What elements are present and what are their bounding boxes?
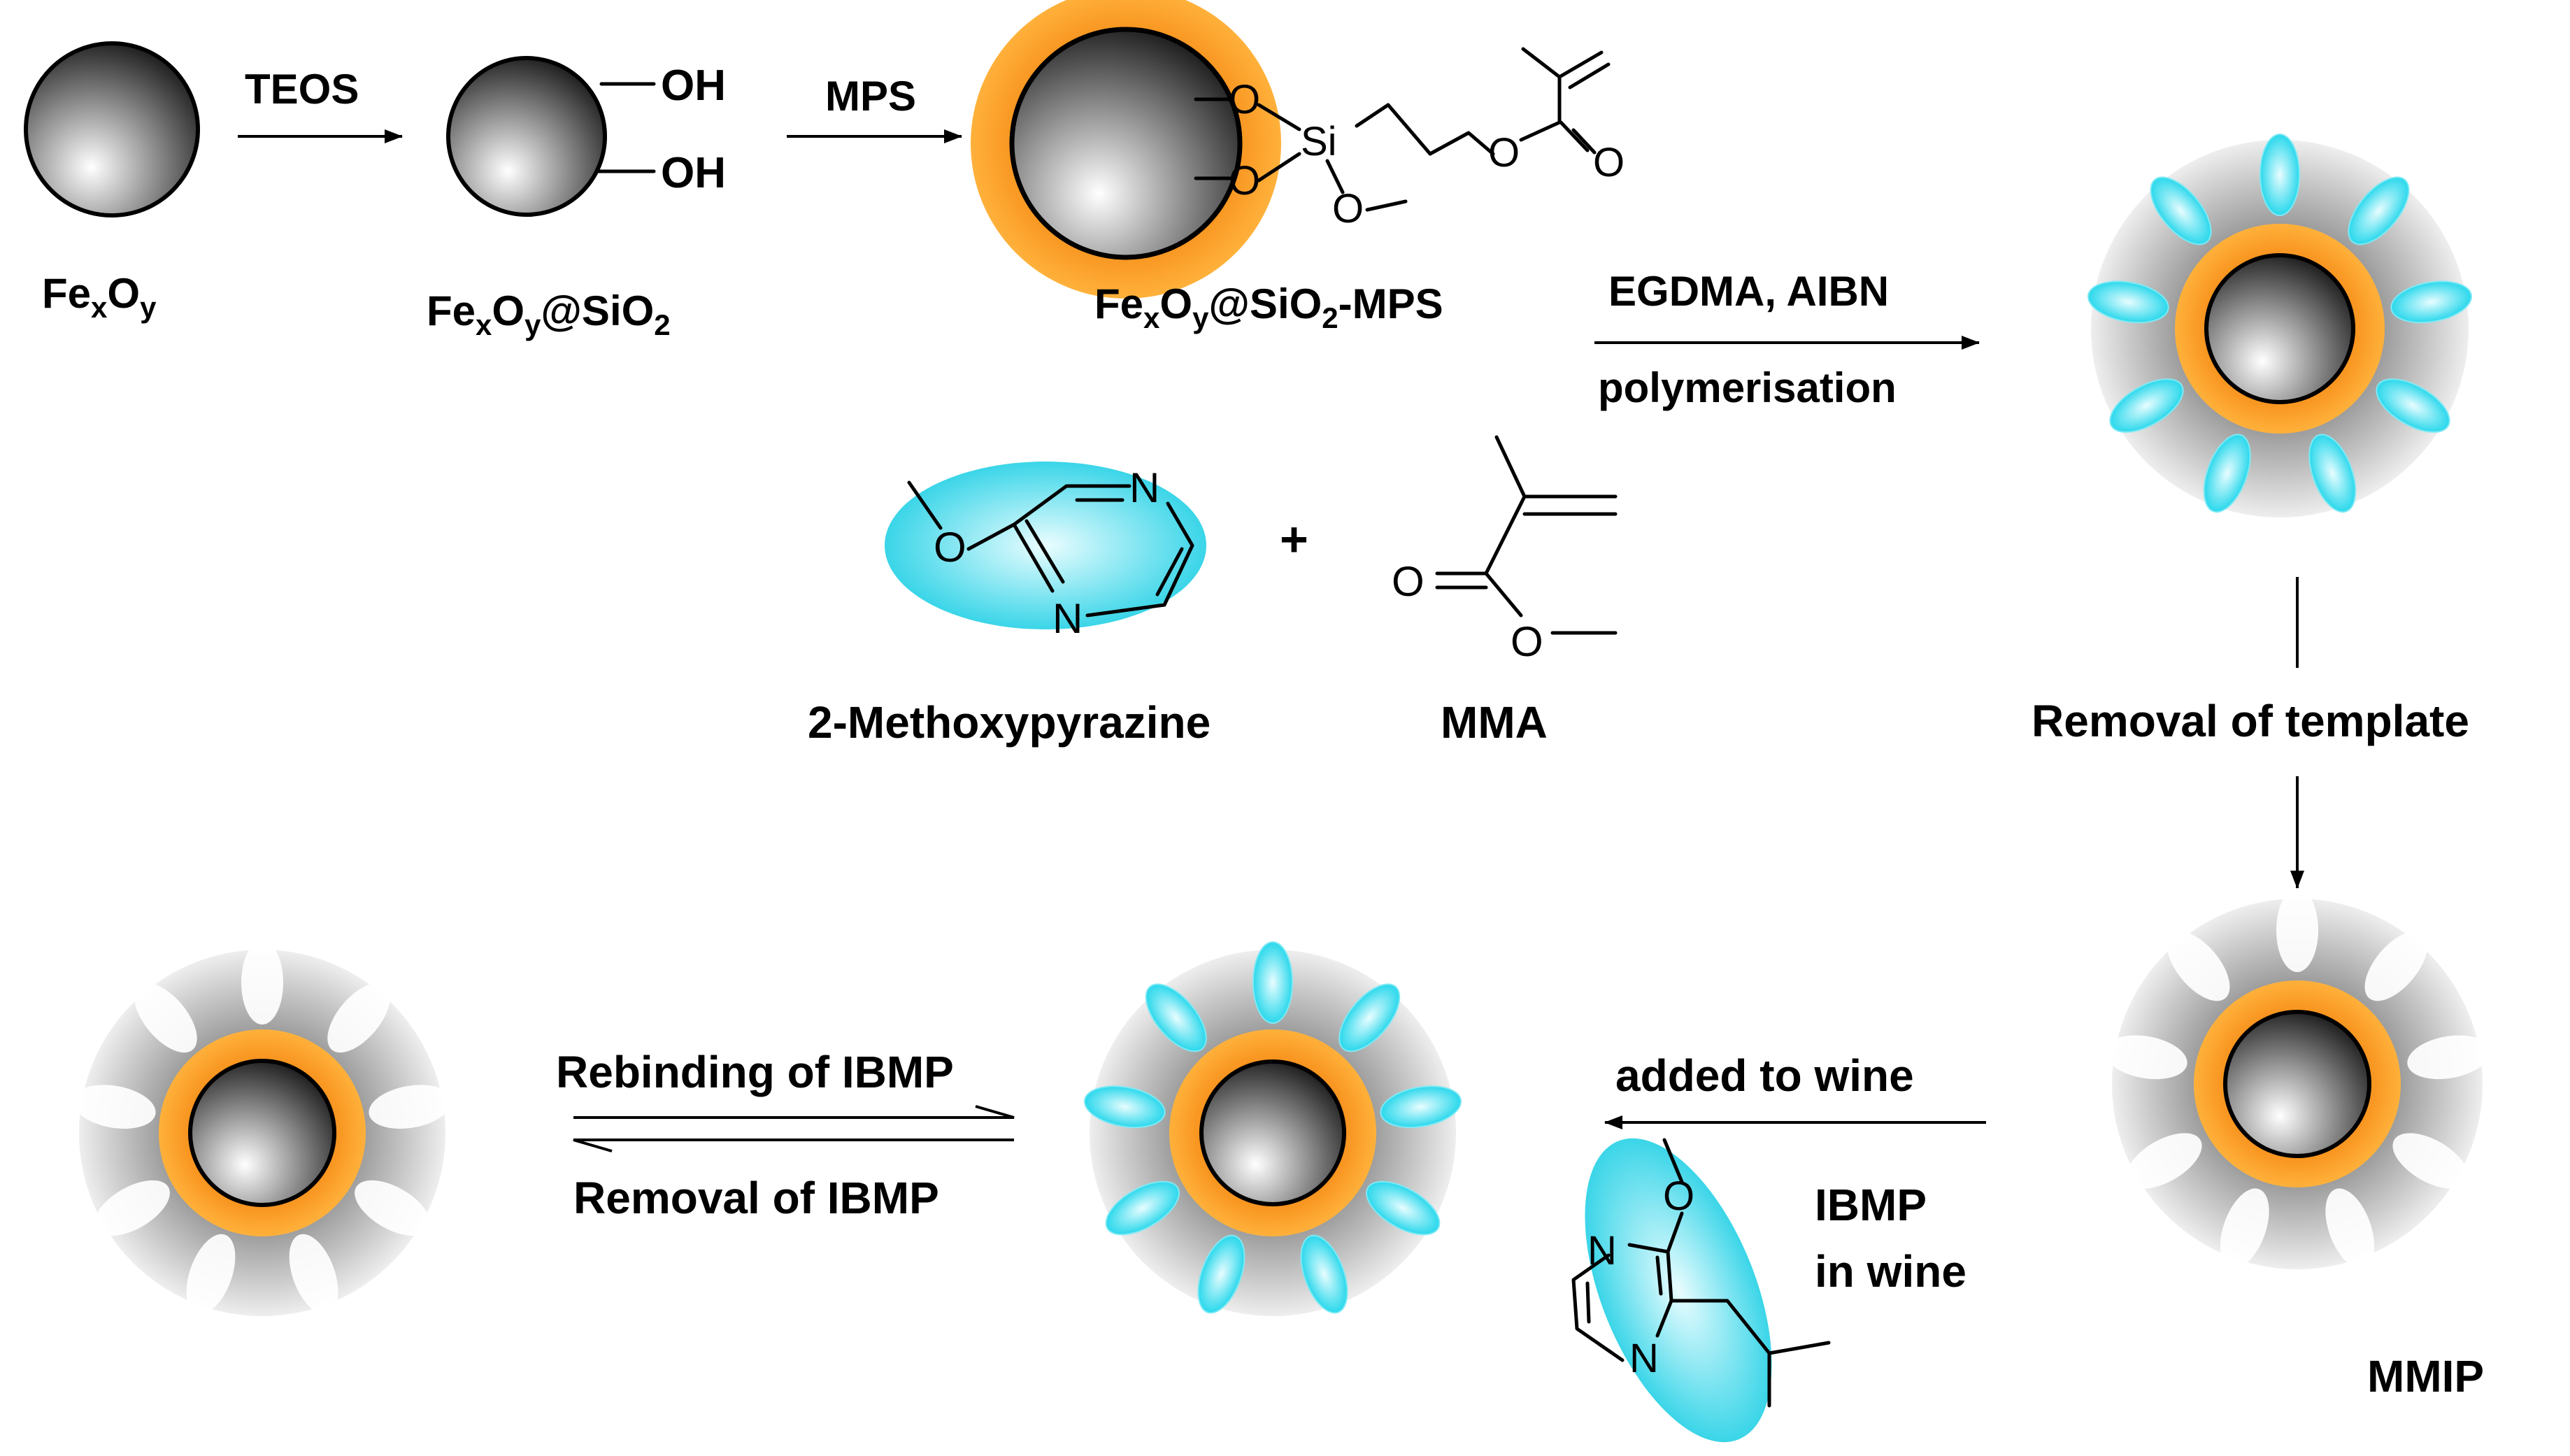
plus-sign: + xyxy=(1280,512,1308,566)
oh-group-top: OH xyxy=(661,62,726,110)
label-methoxypyrazine: 2-Methoxypyrazine xyxy=(808,697,1211,748)
label-removal-template: Removal of template xyxy=(2032,696,2469,746)
fexoy-sio2-particle xyxy=(446,56,656,217)
oh-group-bottom: OH xyxy=(661,149,726,197)
mps-silane-linker: O O Si O O O xyxy=(1229,47,1625,231)
atom-o-1: O xyxy=(1229,77,1260,122)
label-rebinding: Rebinding of IBMP xyxy=(556,1047,954,1097)
atom-o-carbonyl: O xyxy=(1392,558,1425,605)
atom-o-methoxy: O xyxy=(934,524,966,571)
atom-o-5: O xyxy=(1593,140,1625,185)
mma-structure: O O xyxy=(1392,435,1618,665)
ibmp-bound-particle xyxy=(1083,941,1462,1316)
atom-n-1: N xyxy=(1129,464,1159,511)
ibmp-atom-n-2: N xyxy=(1629,1336,1659,1381)
label-mma: MMA xyxy=(1441,697,1548,748)
atom-n-2: N xyxy=(1052,595,1083,642)
atom-o-2: O xyxy=(1229,158,1260,204)
empty-cavity-particle xyxy=(72,941,452,1316)
label-in-wine: in wine xyxy=(1815,1246,1966,1297)
label-polymerisation: polymerisation xyxy=(1598,364,1897,411)
imprinted-particle-with-template xyxy=(2087,134,2472,518)
fexoy-particle xyxy=(24,41,200,217)
label-removal-ibmp: Removal of IBMP xyxy=(573,1173,939,1223)
atom-o-3: O xyxy=(1332,186,1364,231)
atom-o-ester: O xyxy=(1511,618,1543,665)
label-fexoy-sio2: FexOy@SiO2 xyxy=(427,287,671,341)
methoxypyrazine-structure: O N N xyxy=(885,462,1206,642)
label-egdma-aibn: EGDMA, AIBN xyxy=(1608,268,1889,315)
label-teos: TEOS xyxy=(245,66,359,113)
atom-si: Si xyxy=(1301,119,1337,164)
ibmp-atom-n-1: N xyxy=(1587,1228,1617,1273)
label-mps: MPS xyxy=(825,73,916,120)
label-fexoy: FexOy xyxy=(42,270,157,324)
label-mmip: MMIP xyxy=(2367,1351,2484,1401)
equilibrium-arrows xyxy=(573,1105,1015,1152)
mmip-particle xyxy=(2104,888,2490,1269)
ibmp-structure: O N N xyxy=(1571,1138,1831,1443)
label-fexoy-sio2-mps: FexOy@SiO2-MPS xyxy=(1094,280,1443,334)
label-added-to-wine: added to wine xyxy=(1615,1050,1914,1101)
atom-o-4: O xyxy=(1488,130,1520,176)
fexoy-sio2-mps-particle xyxy=(971,0,1281,299)
label-ibmp: IBMP xyxy=(1815,1180,1927,1230)
ibmp-atom-o: O xyxy=(1663,1173,1694,1219)
